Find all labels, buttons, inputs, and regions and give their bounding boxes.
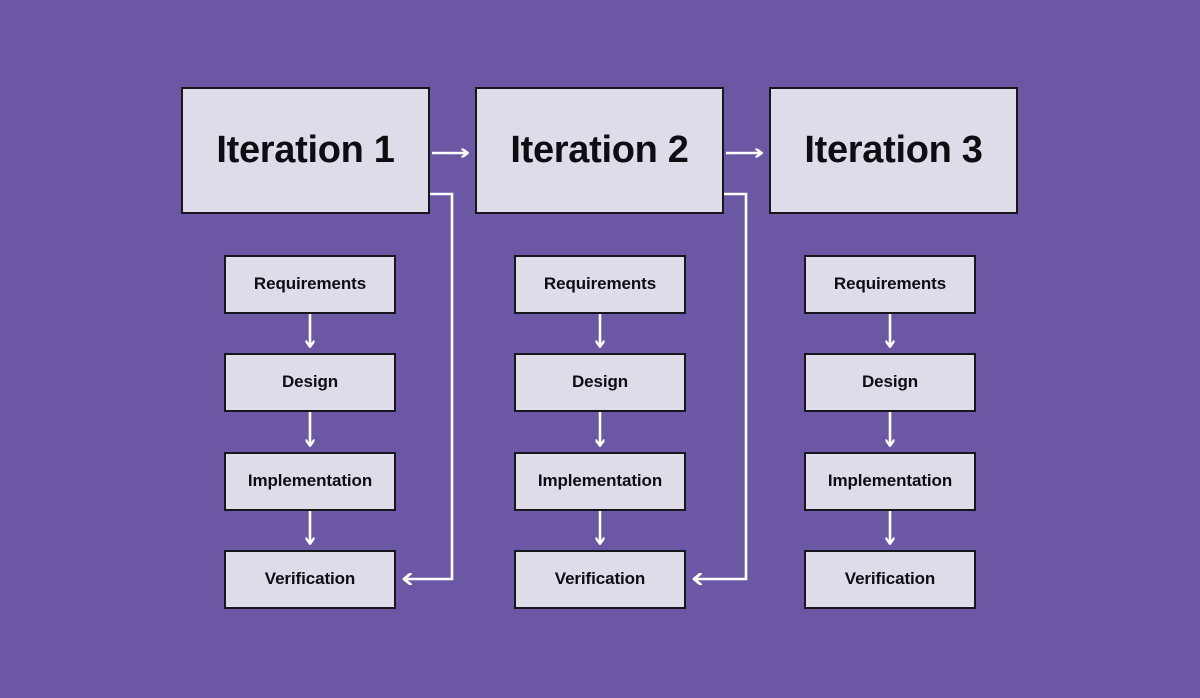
phase-box-verification-3[interactable]: Verification	[804, 550, 976, 609]
phase-box-verification-2[interactable]: Verification	[514, 550, 686, 609]
phase-label: Verification	[844, 569, 936, 589]
iteration-label: Iteration 3	[804, 128, 983, 171]
iteration-box-2[interactable]: Iteration 2	[475, 87, 724, 214]
phase-label: Design	[571, 372, 629, 392]
phase-box-requirements-3[interactable]: Requirements	[804, 255, 976, 314]
phase-label: Requirements	[253, 274, 367, 294]
phase-box-implementation-3[interactable]: Implementation	[804, 452, 976, 511]
iteration-box-1[interactable]: Iteration 1	[181, 87, 430, 214]
phase-label: Verification	[264, 569, 356, 589]
iteration-label: Iteration 2	[510, 128, 689, 171]
phase-box-implementation-2[interactable]: Implementation	[514, 452, 686, 511]
phase-box-requirements-2[interactable]: Requirements	[514, 255, 686, 314]
loop-it2-ver2	[694, 192, 748, 579]
phase-box-design-3[interactable]: Design	[804, 353, 976, 412]
phase-label: Design	[281, 372, 339, 392]
phase-box-requirements-1[interactable]: Requirements	[224, 255, 396, 314]
phase-label: Design	[861, 372, 919, 392]
phase-label: Requirements	[543, 274, 657, 294]
phase-label: Verification	[554, 569, 646, 589]
phase-box-verification-1[interactable]: Verification	[224, 550, 396, 609]
iteration-label: Iteration 1	[216, 128, 395, 171]
iteration-box-3[interactable]: Iteration 3	[769, 87, 1018, 214]
phase-label: Requirements	[833, 274, 947, 294]
phase-box-design-2[interactable]: Design	[514, 353, 686, 412]
phase-box-design-1[interactable]: Design	[224, 353, 396, 412]
phase-box-implementation-1[interactable]: Implementation	[224, 452, 396, 511]
loop-it1-ver1	[404, 192, 454, 579]
phase-label: Implementation	[827, 471, 953, 491]
phase-label: Implementation	[537, 471, 663, 491]
phase-label: Implementation	[247, 471, 373, 491]
